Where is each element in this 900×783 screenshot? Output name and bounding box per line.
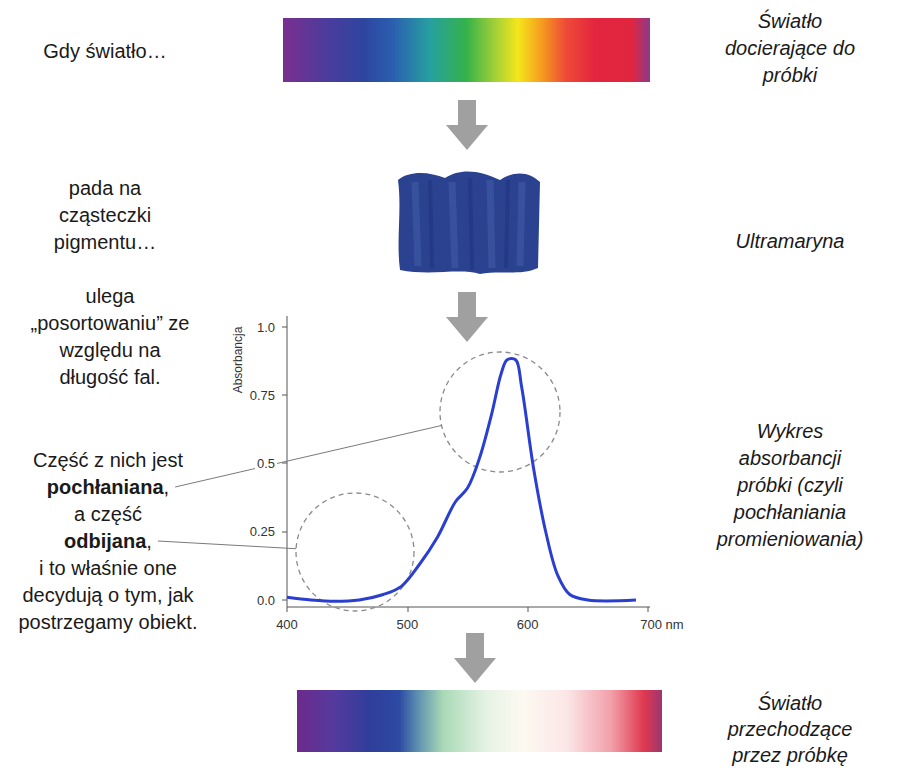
axis-tick: 0.0 <box>255 593 277 608</box>
flow-arrow <box>454 633 496 683</box>
step-text: a część <box>12 501 204 528</box>
axis-tick: 0.25 <box>248 524 277 539</box>
punctuation: , <box>164 476 170 498</box>
highlight-circle <box>440 352 560 472</box>
explanation-paragraph: Część z nich jestpochłaniana,a częśćodbi… <box>12 447 204 636</box>
axis-tick: 500 <box>394 617 420 632</box>
key-word: odbijana <box>64 530 146 552</box>
step-text: ulega „posortowaniu” ze względu na długo… <box>25 283 195 391</box>
side-caption: Światło docierające do próbki <box>705 8 875 89</box>
side-caption: Wykres absorbancji próbki (czyli pochłan… <box>712 418 868 553</box>
highlight-circle <box>296 493 414 611</box>
step-text: pada na cząsteczki pigmentu… <box>45 175 165 256</box>
step-text: Część z nich jest <box>12 447 204 474</box>
axis-tick: 400 <box>274 617 300 632</box>
axis-tick: 0.5 <box>255 456 277 471</box>
axis-title: Absorbancja <box>231 327 245 394</box>
axis-tick: 600 <box>515 617 541 632</box>
flow-arrow <box>446 292 488 342</box>
leader-line <box>158 541 296 549</box>
punctuation: , <box>146 530 152 552</box>
pigment-swatch <box>398 171 540 274</box>
incident-spectrum <box>283 18 650 82</box>
axis-tick: 0.75 <box>248 388 277 403</box>
side-caption: Światło przechodzące przez próbkę <box>712 690 868 768</box>
transmitted-spectrum <box>297 690 662 752</box>
chart-axes <box>282 316 650 612</box>
pigment-name: Ultramaryna <box>705 228 875 255</box>
step-text: i to właśnie one decydują o tym, jak pos… <box>12 555 204 636</box>
absorbance-curve <box>287 359 636 602</box>
intro-text: Gdy światło… <box>0 38 210 65</box>
leader-line <box>175 425 441 487</box>
key-word: pochłaniana <box>47 476 164 498</box>
flow-arrow <box>446 100 488 150</box>
axis-tick: 700 nm <box>638 617 685 632</box>
axis-tick: 1.0 <box>255 320 277 335</box>
